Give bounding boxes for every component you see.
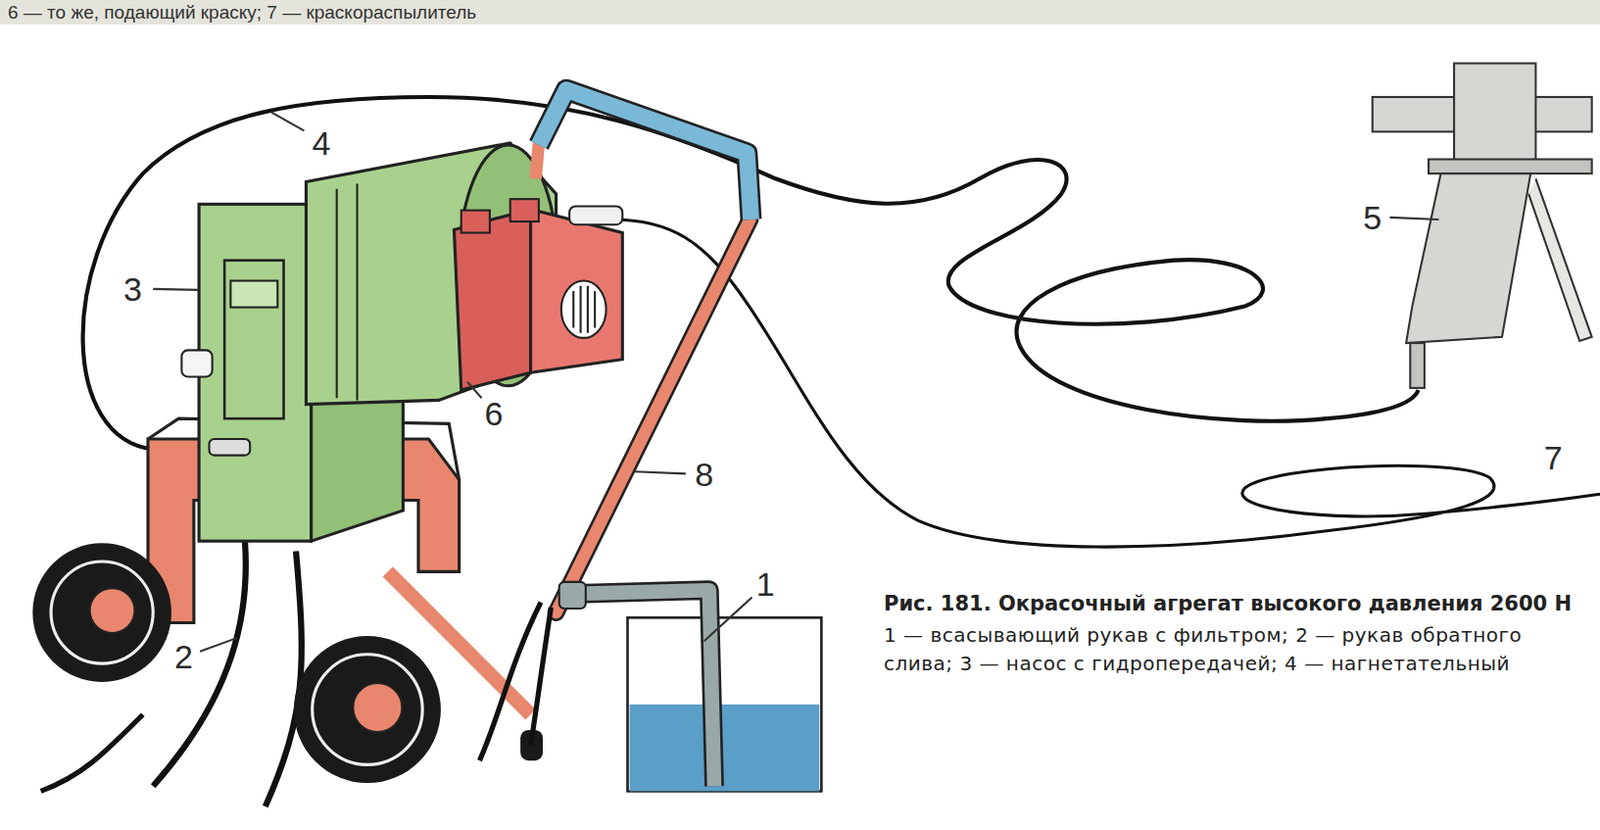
knob xyxy=(573,286,595,334)
return-hose xyxy=(265,551,302,807)
leader-line xyxy=(152,289,199,291)
callout-number: 4 xyxy=(312,126,332,160)
callout-number: 6 xyxy=(484,396,504,431)
handle xyxy=(556,219,751,613)
callout-number: 5 xyxy=(1362,200,1382,235)
wheel-hub xyxy=(90,587,136,633)
bracket xyxy=(510,198,539,222)
knob xyxy=(208,438,250,456)
caption-title: Рис. 181. Окрасочный агрегат высокого да… xyxy=(883,589,1593,618)
handle xyxy=(535,143,539,179)
figure-caption: Рис. 181. Окрасочный агрегат высокого да… xyxy=(883,589,1593,679)
spray-gun xyxy=(1428,159,1593,175)
bucket xyxy=(627,617,822,791)
handle xyxy=(556,219,751,613)
return-hose xyxy=(41,714,144,791)
spray-gun xyxy=(1454,63,1536,166)
wheel xyxy=(312,654,423,766)
clamp xyxy=(559,581,586,609)
hose xyxy=(479,602,551,761)
header-line: 6 — то же, подающий краску; 7 — краскора… xyxy=(7,2,477,22)
callout-number: 2 xyxy=(174,639,194,674)
spray-gun xyxy=(1406,173,1531,343)
bracket xyxy=(461,210,490,234)
wheel xyxy=(293,635,441,783)
motor-rib xyxy=(337,184,358,401)
callout-number: 8 xyxy=(694,457,714,491)
leader-line xyxy=(271,112,304,132)
handle-grip xyxy=(538,90,752,220)
paint xyxy=(630,704,821,792)
knob xyxy=(181,349,212,377)
knob xyxy=(561,281,607,339)
handle-grip xyxy=(538,90,752,220)
leader-line xyxy=(199,637,237,652)
leader-line xyxy=(704,596,753,641)
callout-number: 7 xyxy=(1544,440,1563,475)
wheel-hub xyxy=(352,682,402,732)
cart-frame xyxy=(387,571,532,715)
wheel xyxy=(50,561,153,664)
leader-line xyxy=(634,471,686,474)
leader-line xyxy=(1389,217,1439,220)
leader-line xyxy=(467,382,483,399)
paint-pump xyxy=(453,209,531,390)
top-band xyxy=(0,0,1600,25)
suction-hose xyxy=(559,589,715,786)
pump-window xyxy=(230,281,278,308)
caption-text: 1 — всасывающий рукав с фильтром; 2 — ру… xyxy=(883,621,1593,679)
nozzle xyxy=(1409,342,1425,388)
pump-box xyxy=(198,203,312,541)
pump-panel xyxy=(224,260,284,419)
trigger xyxy=(1528,178,1593,341)
fitting xyxy=(569,205,623,225)
wheel xyxy=(32,542,172,682)
callout-number: 1 xyxy=(756,567,776,601)
callout-number: 3 xyxy=(123,272,143,306)
suction-hose xyxy=(559,589,715,786)
paint-pump xyxy=(531,209,624,374)
